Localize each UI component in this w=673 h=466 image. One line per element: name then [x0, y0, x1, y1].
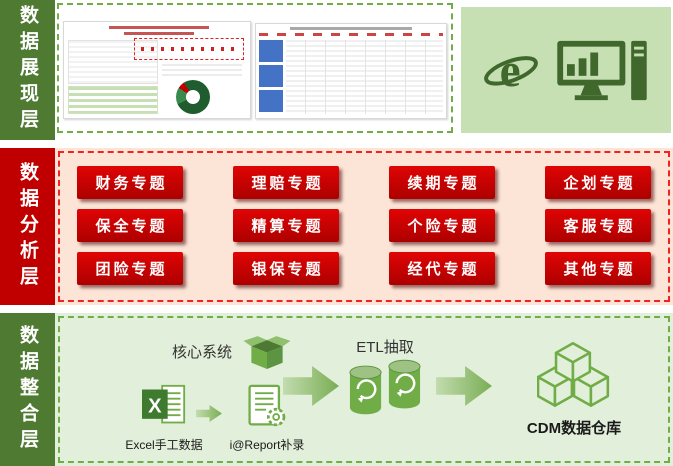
integration-layer-body: 核心系统 ETL抽取 [55, 313, 673, 466]
report-form-gear-icon [248, 384, 286, 427]
topic-button: 精算专题 [233, 209, 339, 242]
presentation-layer-body: e [55, 0, 673, 140]
open-box-icon [243, 336, 291, 369]
mock-red-markers [141, 47, 237, 51]
core-system-group: 核心系统 [172, 330, 292, 372]
red-dashed-annotation-box [134, 38, 244, 60]
excel-source-label: Excel手工数据 [125, 438, 203, 452]
analysis-layer-strip: 数据分析层 [0, 148, 55, 305]
database-cylinders-icon [349, 359, 421, 415]
etl-label: ETL抽取 [356, 339, 414, 356]
warehouse-label: CDM数据仓库 [526, 420, 622, 437]
analysis-layer-label: 数据分析层 [17, 161, 38, 292]
topic-button: 理赔专题 [233, 166, 339, 199]
mock-title-line [290, 27, 412, 30]
reports-dashed-panel [57, 3, 453, 133]
presentation-layer-label: 数据展现层 [17, 5, 38, 135]
topic-button: 财务专题 [77, 166, 183, 199]
mock-blue-row-headers [259, 40, 283, 114]
topic-button: 个险专题 [389, 209, 495, 242]
presentation-layer: 数据展现层 [0, 0, 673, 140]
integration-layer-strip: 数据整合层 [0, 313, 55, 466]
mock-green-table [68, 86, 158, 114]
ireport-source-group: i@Report补录 [217, 384, 317, 453]
svg-text:e: e [500, 45, 521, 97]
mock-data-table [162, 64, 242, 78]
presentation-layer-strip: 数据展现层 [0, 0, 55, 140]
topic-button: 客服专题 [545, 209, 651, 242]
topic-button: 保全专题 [77, 209, 183, 242]
core-system-label: 核心系统 [172, 343, 233, 361]
spreadsheet-report-screenshot [255, 23, 447, 119]
integration-layer: 数据整合层 核心系统 ETL抽取 [0, 313, 673, 466]
integration-dashed-panel: 核心系统 ETL抽取 [58, 316, 670, 463]
mock-title-line [123, 32, 195, 35]
cubes-icon [536, 342, 610, 407]
excel-icon: X [142, 384, 186, 424]
desktop-monitor-icon [557, 40, 647, 101]
right-arrow-icon [436, 366, 492, 406]
svg-text:X: X [148, 395, 162, 417]
ireport-source-label: i@Report补录 [229, 438, 305, 452]
analysis-layer-body: 财务专题 理赔专题 续期专题 企划专题 保全专题 精算专题 个险专题 客服专题 … [55, 148, 673, 305]
dashboard-report-screenshot [63, 21, 251, 119]
mock-number-grid [286, 40, 443, 114]
ie-browser-icon: e [484, 45, 538, 97]
mock-header-row [259, 33, 443, 36]
integration-layer-label: 数据整合层 [17, 324, 38, 455]
topic-button: 经代专题 [389, 252, 495, 285]
browser-terminal-panel: e [461, 7, 671, 133]
donut-chart [176, 80, 210, 114]
topics-dashed-panel: 财务专题 理赔专题 续期专题 企划专题 保全专题 精算专题 个险专题 客服专题 … [58, 151, 670, 302]
mock-title-line [108, 26, 210, 29]
excel-source-group: X Excel手工数据 [114, 384, 214, 453]
warehouse-group: CDM数据仓库 [488, 342, 660, 438]
topic-button: 其他专题 [545, 252, 651, 285]
etl-group: ETL抽取 [343, 336, 427, 422]
analysis-layer: 数据分析层 财务专题 理赔专题 续期专题 企划专题 保全专题 精算专题 个险专题… [0, 148, 673, 305]
topic-button: 团险专题 [77, 252, 183, 285]
topic-button: 企划专题 [545, 166, 651, 199]
topic-button: 续期专题 [389, 166, 495, 199]
topic-button: 银保专题 [233, 252, 339, 285]
